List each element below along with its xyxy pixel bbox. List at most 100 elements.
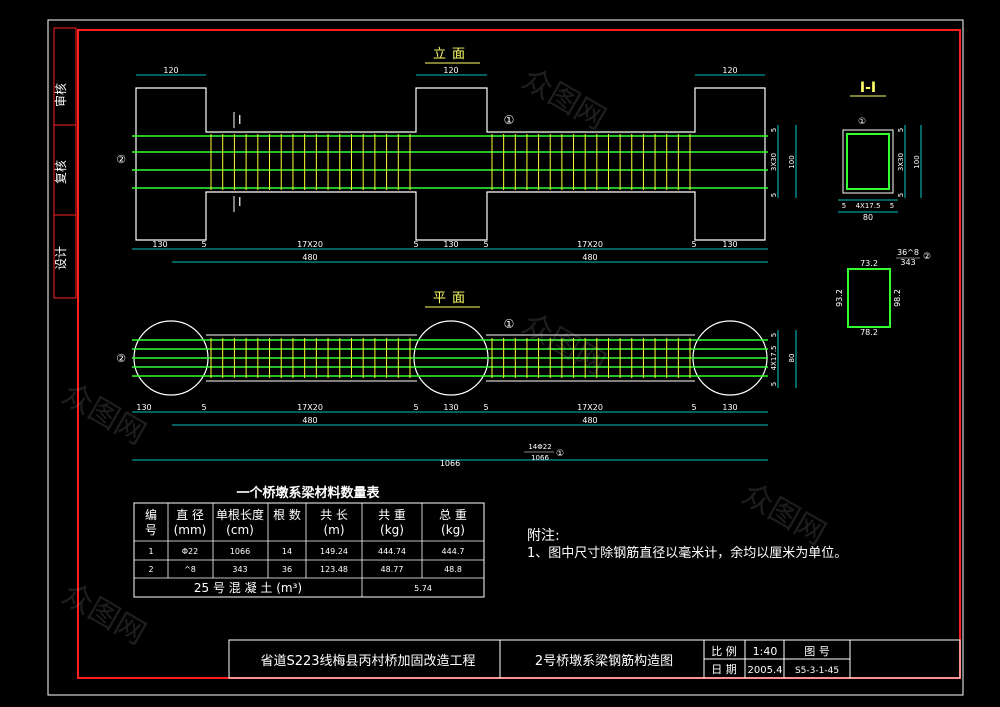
plan-callout-bottom: 1066 (531, 454, 549, 462)
watermark-text-4: 众图网 (736, 477, 831, 552)
elevation-stirrups-span1 (210, 134, 411, 190)
table-header-2-1: (cm) (226, 523, 254, 537)
elev-dim-total-1: 480 (302, 253, 317, 262)
table-cell-0-6: 444.7 (442, 547, 465, 556)
project-name: 省道S223线梅县丙村桥加固改造工程 (260, 654, 475, 669)
section-marker: ① (858, 117, 866, 127)
outer-frame (47, 19, 964, 696)
stirrup-bottom: 78.2 (860, 328, 878, 337)
elevation-left-marker: ② (116, 153, 126, 166)
table-cell-0-5: 444.74 (378, 547, 406, 556)
plan-callout-id: ① (556, 449, 564, 459)
table-header: 编号直 径(mm)单根长度(cm)根 数共 长(m)共 重(kg)总 重(kg) (145, 507, 467, 537)
plan-axis-label: ① (504, 317, 515, 331)
elevation-stirrups-span2 (491, 134, 691, 190)
scale-value: 1:40 (753, 645, 778, 658)
elev-dim-b4: 5 (413, 240, 418, 249)
elev-dim-b2: 5 (201, 240, 206, 249)
elev-dim-b9: 130 (722, 240, 737, 249)
stirrup-right: 98.2 (893, 289, 902, 307)
table-cell-1-3: 36 (282, 565, 292, 574)
section-right-dim-2: 3X30 (897, 153, 905, 171)
stirrup-detail: 36^8 343 ② 73.2 78.2 93.2 98.2 (835, 248, 931, 337)
plan-stirrups-span1 (210, 338, 411, 378)
plan-right-dim-4: 5 (770, 382, 778, 386)
elev-dim-b3: 17X20 (297, 240, 323, 249)
stirrup-top: 73.2 (860, 259, 878, 268)
table-header-1-1: (mm) (174, 523, 207, 537)
watermark-text-2: 众图网 (516, 307, 611, 382)
table-header-3-0: 根 数 (273, 507, 301, 522)
plan-dim-b9: 130 (722, 403, 737, 412)
table-cell-1-1: ^8 (184, 565, 196, 574)
section-bottom-dim-3: 5 (890, 202, 894, 210)
table-cell-1-6: 48.8 (444, 565, 462, 574)
elev-dim-top-3: 120 (722, 66, 737, 75)
notes-line-1: 1、图中尺寸除钢筋直径以毫米计，余均以厘米为单位。 (527, 545, 847, 561)
plan-dim-b3: 17X20 (297, 403, 323, 412)
watermark-text-3: 众图网 (56, 377, 151, 452)
table-cell-0-1: Φ22 (182, 547, 198, 556)
section-view: I-I ① 5 3X30 100 5 5 4X17.5 5 80 (838, 80, 922, 222)
side-review: 审核 (53, 83, 68, 107)
section-bottom-dim-2: 4X17.5 (856, 202, 881, 210)
elevation-view: 立面 I I ① ② 120 120 120 130 (116, 47, 797, 263)
notes-heading: 附注: (527, 528, 560, 544)
date-value: 2005.4 (748, 665, 783, 676)
plan-dim-b8: 5 (691, 403, 696, 412)
plan-stirrups-span2 (491, 338, 691, 378)
elev-dim-total-2: 480 (582, 253, 597, 262)
plan-dim-b5: 130 (443, 403, 458, 412)
date-label: 日 期 (711, 663, 737, 676)
elev-right-dim-4: 5 (770, 193, 778, 197)
plan-right-dim-1: 5 (770, 333, 778, 337)
plan-callout-top: 14Φ22 (528, 443, 551, 451)
table-cell-1-5: 48.77 (381, 565, 404, 574)
concrete-value: 5.74 (414, 584, 432, 593)
table-cell-0-2: 1066 (230, 547, 250, 556)
section-bottom-dim-1: 5 (842, 202, 846, 210)
plan-title: 平面 (433, 291, 471, 306)
elev-dim-b6: 5 (483, 240, 488, 249)
table-header-2-0: 单根长度 (216, 507, 264, 522)
watermark-text-1: 众图网 (516, 62, 611, 137)
elevation-bottom-dim-lines (132, 248, 768, 263)
table-header-5-0: 共 重 (378, 508, 406, 522)
side-panel: 审核 复核 设计 (53, 27, 77, 299)
stirrup-label-top: 36^8 (897, 248, 919, 257)
elev-dim-b1: 130 (152, 240, 167, 249)
title-block: 省道S223线梅县丙村桥加固改造工程 2号桥墩系梁钢筋构造图 比 例 1:40 … (228, 639, 961, 679)
table-header-4-0: 共 长 (320, 508, 348, 522)
stirrup-marker: ② (923, 252, 931, 262)
plan-dim-b7: 17X20 (577, 403, 603, 412)
plan-left-marker: ② (116, 352, 126, 365)
elevation-title: 立面 (433, 47, 471, 62)
plan-dim-b6: 5 (483, 403, 488, 412)
stirrup-left: 93.2 (835, 289, 844, 307)
plan-dim-total-2: 480 (582, 416, 597, 425)
elevation-outline (135, 87, 766, 241)
concrete-label: 25 号 混 凝 土 (m³) (194, 580, 302, 595)
table-header-6-0: 总 重 (439, 508, 467, 522)
plan-view: 平面 ① ② 130 5 17X20 5 130 (116, 291, 797, 468)
watermark: 众图网 众图网 众图网 众图网 众图网 (56, 62, 831, 652)
section-bottom-total: 80 (863, 213, 873, 222)
table-cell-1-2: 343 (232, 565, 247, 574)
plan-overall: 1066 (440, 459, 460, 468)
plan-dim-b1: 130 (136, 403, 151, 412)
plan-dim-b4: 5 (413, 403, 418, 412)
table-header-5-1: (kg) (380, 523, 404, 537)
notes: 附注: 1、图中尺寸除钢筋直径以毫米计，余均以厘米为单位。 (527, 528, 847, 561)
section-outline (842, 129, 894, 194)
watermark-text-5: 众图网 (56, 577, 151, 652)
section-mark-top: I (238, 113, 242, 127)
elev-dim-b8: 5 (691, 240, 696, 249)
plan-dim-total-1: 480 (302, 416, 317, 425)
section-mark-bottom: I (238, 195, 242, 209)
elev-right-dim-3: 100 (788, 155, 796, 168)
material-table: 一个桥墩系梁材料数量表 编号直 径(mm)单根长度(cm)根 数共 长(m)共 … (133, 485, 485, 598)
table-title: 一个桥墩系梁材料数量表 (236, 485, 380, 501)
plan-dim-lines (132, 330, 797, 461)
